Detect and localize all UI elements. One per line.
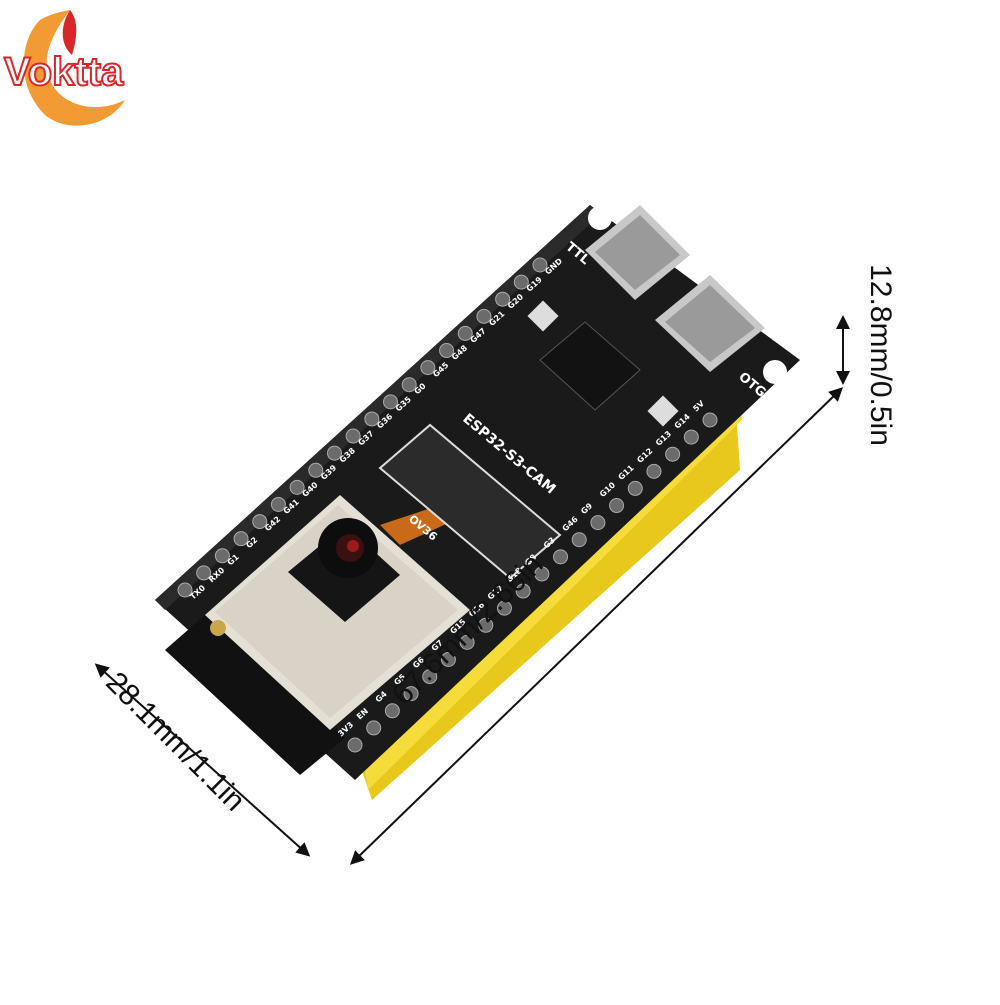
pin-hole (364, 411, 380, 427)
pin-hole (532, 257, 548, 273)
pin-hole (495, 291, 511, 307)
pin-hole (590, 515, 606, 531)
length-dimension-line (349, 387, 844, 865)
boot-button[interactable] (527, 300, 559, 332)
antenna-area (165, 615, 345, 775)
camera-connector (378, 423, 562, 580)
brand-logo-icon (23, 10, 125, 126)
mount-hole (763, 360, 787, 384)
pin-hole (646, 463, 662, 479)
pin-hole (233, 531, 249, 547)
pin-hole (702, 412, 718, 428)
pin-hole (308, 462, 324, 478)
pin-hole (420, 360, 436, 376)
pin-hole (289, 479, 305, 495)
width-dimension-line (94, 663, 311, 857)
mount-hole (588, 206, 612, 230)
pin-hole (515, 583, 531, 599)
pin-hole (476, 308, 492, 324)
pin-hole (384, 703, 400, 719)
pin-hole (347, 737, 363, 753)
pin-hole (478, 617, 494, 633)
usb-c-port-ttl (585, 205, 690, 300)
pin-hole (326, 445, 342, 461)
pin-hole (401, 377, 417, 393)
pin-hole (366, 720, 382, 736)
pin-hole (403, 686, 419, 702)
brand-name: Voktta (3, 49, 124, 95)
pin-hole (457, 325, 473, 341)
pin-hole (177, 582, 193, 598)
usb-uart-chip (539, 321, 641, 411)
pin-hole (459, 634, 475, 650)
pin-hole (496, 600, 512, 616)
pin-hole (553, 549, 569, 565)
pin-hole (383, 394, 399, 410)
pin-hole (214, 548, 230, 564)
pin-hole (345, 428, 361, 444)
pin-hole (422, 669, 438, 685)
pin-hole (571, 532, 587, 548)
pin-hole (627, 480, 643, 496)
pin-hole (609, 498, 625, 514)
pin-hole (270, 496, 286, 512)
pin-hole (665, 446, 681, 462)
height-dimension-label: 12.8mm/0.5in (864, 264, 897, 446)
usb-c-port-otg (655, 275, 765, 372)
pin-hole (252, 514, 268, 530)
pin-hole (513, 274, 529, 290)
brand-logo: Voktta (0, 0, 175, 140)
pin-hole (439, 343, 455, 359)
pin-hole (534, 566, 550, 582)
pin-hole (440, 651, 456, 667)
pin-hole (683, 429, 699, 445)
rst-button[interactable] (647, 395, 679, 427)
pin-hole (196, 565, 212, 581)
